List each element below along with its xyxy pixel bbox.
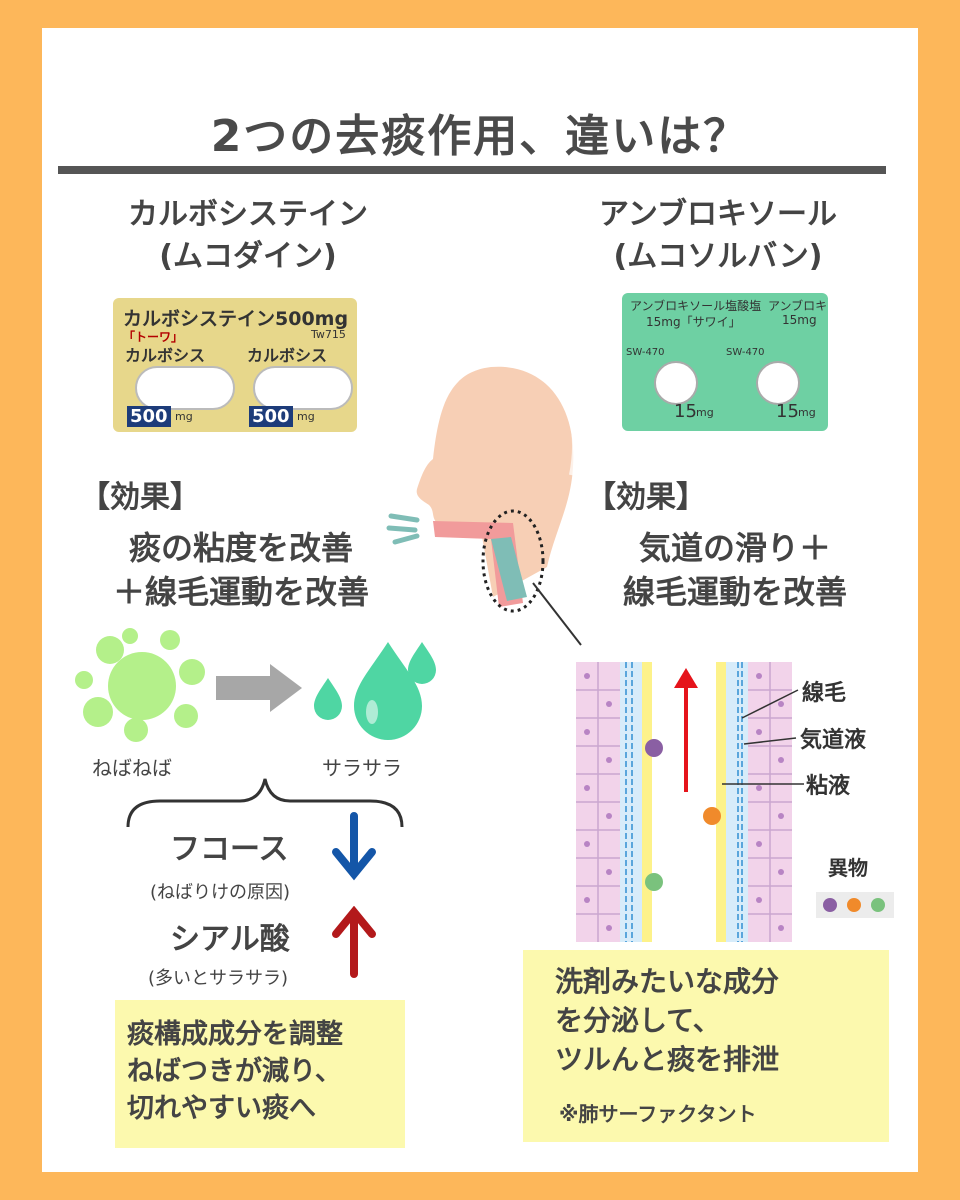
pack-edge-label: アンブロキ (768, 299, 828, 313)
carbocisteine-package-image: カルボシステイン500mg 「トーワ」 Tw715 カルボシス カルボシス 50… (113, 298, 357, 432)
head-illustration (416, 366, 582, 646)
label-foreign-matter: 異物 (828, 856, 868, 880)
pack-top-label-r: アンブロキソール塩酸塩 (630, 299, 762, 313)
pill-left (135, 366, 235, 410)
right-drug-title: アンブロキソール (ムコソルバン) (548, 194, 888, 278)
sialic-label: シアル酸 (170, 922, 290, 957)
tablet-unit-1: mg (696, 406, 714, 419)
tablet-left (654, 361, 698, 405)
particle-purple (645, 739, 663, 757)
pill-right (253, 366, 353, 410)
right-drug-brand: (ムコソルバン) (613, 239, 823, 274)
left-mucus (642, 662, 652, 942)
sialic-up-arrow-icon (332, 906, 376, 978)
right-summary-box: 洗剤みたいな成分 を分泌して、 ツルんと痰を排泄 ※肺サーファクタント (523, 950, 889, 1142)
label-airway-fluid: 気道液 (800, 728, 867, 753)
right-drug-name: アンブロキソール (599, 197, 837, 232)
ambroxol-package-image: アンブロキソール塩酸塩 15mg「サワイ」 アンブロキ 15mg SW-470 … (622, 293, 828, 431)
right-effect-heading: 【効果】 (586, 480, 706, 515)
sticky-label: ねばねば (92, 756, 172, 780)
smooth-label: サラサラ (322, 756, 402, 780)
fucose-down-arrow-icon (332, 812, 376, 881)
cell-nuclei (584, 673, 784, 931)
pack-code: Tw715 (311, 328, 346, 341)
particle-orange (703, 807, 721, 825)
left-summary-box: 痰構成成分を調整 ねばつきが減り、 切れやすい痰へ (115, 1000, 405, 1148)
right-effect-line1: 気道の滑り＋ (638, 529, 831, 567)
left-drug-brand: (ムコダイン) (159, 239, 337, 274)
pack-sub-label-r: 15mg「サワイ」 (646, 315, 741, 329)
flow-arrow-head (674, 668, 698, 688)
label-cilia: 線毛 (802, 681, 847, 706)
tablet-unit-2: mg (798, 406, 816, 419)
left-effect-line1: 痰の粘度を改善 (128, 529, 353, 567)
label-mucus: 粘液 (806, 774, 851, 799)
airway-cross-section (576, 662, 792, 942)
pill-label-2: カルボシス (247, 346, 328, 365)
right-mucus (716, 662, 726, 942)
zoom-line (532, 582, 582, 646)
left-effect-line2: ＋線毛運動を改善 (112, 573, 369, 611)
sialic-note: (多いとサラサラ) (148, 968, 289, 989)
tablet-code-1: SW-470 (626, 347, 665, 358)
right-summary-text: 洗剤みたいな成分 を分泌して、 ツルんと痰を排泄 (555, 965, 780, 1076)
left-drug-title: カルボシステイン (ムコダイン) (88, 194, 408, 278)
curly-brace (126, 778, 404, 828)
sticky-splat-icon (75, 628, 205, 742)
page-title: 2つの去痰作用、違いは？ (210, 111, 750, 162)
right-effect-line2: 線毛運動を改善 (622, 573, 847, 611)
zoom-circle (481, 509, 545, 613)
arrow-right-icon (216, 664, 302, 712)
tablet-dose-1: 15 (674, 401, 697, 422)
cilia-lines (625, 662, 743, 942)
pack-edge-dose: 15mg (782, 313, 817, 327)
right-summary-note: ※肺サーファクタント (559, 1102, 757, 1126)
water-drop-icon (314, 642, 436, 740)
tablet-code-2: SW-470 (726, 347, 765, 358)
pack-sub-label: 「トーワ」 (123, 330, 184, 344)
left-effect-heading: 【効果】 (80, 480, 200, 515)
tablet-dose-2: 15 (776, 401, 799, 422)
viscosity-illustration (75, 628, 436, 742)
breath-lines-icon (386, 513, 420, 545)
tablet-right (756, 361, 800, 405)
fucose-note: (ねばりけの原因) (150, 882, 291, 903)
title-divider (58, 166, 886, 174)
label-leader-lines (722, 689, 804, 785)
fucose-label: フコース (170, 832, 289, 867)
left-drug-name: カルボシステイン (128, 197, 368, 232)
airway-teal (491, 537, 527, 601)
pack-top-label: カルボシステイン500mg (123, 308, 349, 330)
foreign-particles-legend (816, 892, 894, 918)
dose-unit-1: mg (175, 410, 193, 423)
dose-label-2: 500 (249, 406, 293, 427)
cell-grid (576, 662, 792, 942)
particle-green (645, 873, 663, 891)
left-summary-text: 痰構成成分を調整 ねばつきが減り、 切れやすい痰へ (127, 1019, 343, 1124)
dose-unit-2: mg (297, 410, 315, 423)
dose-label-1: 500 (127, 406, 171, 427)
pill-label-1: カルボシス (125, 346, 206, 365)
